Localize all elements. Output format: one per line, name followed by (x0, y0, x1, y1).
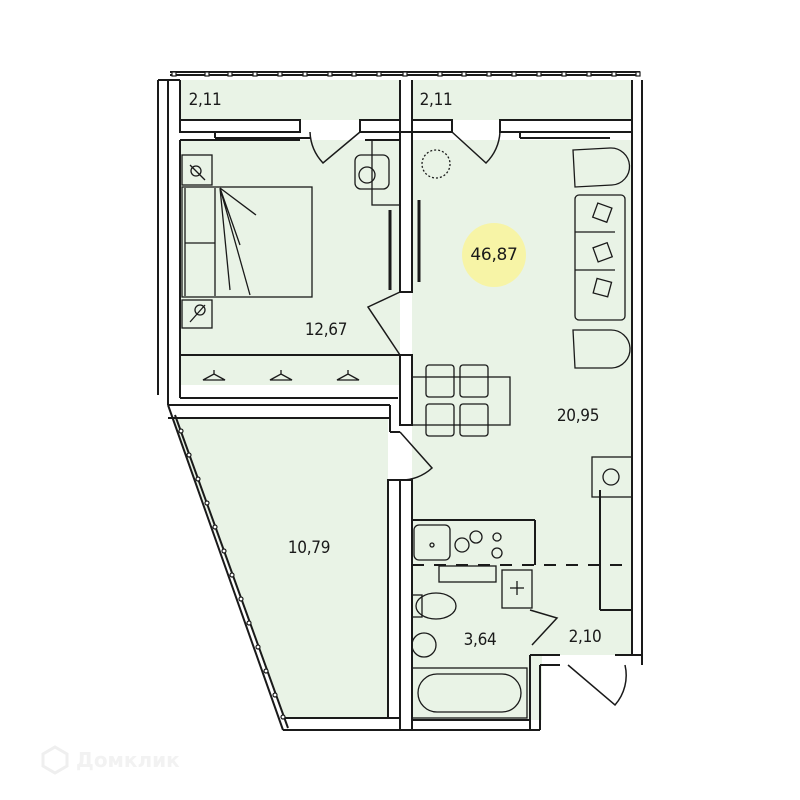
sink-icon (411, 632, 437, 658)
total-area-badge: 46,87 (462, 223, 526, 287)
bed-icon (181, 186, 313, 298)
room-area-balcony-left: 2,11 (188, 90, 222, 110)
watermark: Домклик (40, 745, 180, 775)
bedroom-furniture (181, 139, 401, 381)
shaft-icon (501, 569, 533, 609)
door-living-balcony (451, 131, 501, 165)
toilet-icon (415, 592, 457, 620)
floor-fills (172, 80, 632, 720)
room-area-hallway: 2,10 (568, 627, 602, 647)
plant-icon (421, 149, 451, 179)
watermark-text: Домклик (76, 748, 180, 772)
dining-table-icon (411, 376, 511, 426)
room-area-bathroom: 3,64 (463, 630, 497, 650)
nightstand-icon (181, 154, 213, 186)
door-bedroom-balcony (309, 131, 361, 165)
room-area-bedroom: 12,67 (304, 320, 348, 340)
door-bedroom (366, 291, 401, 356)
room-area-balcony-right: 2,11 (419, 90, 453, 110)
room-area-loggia: 10,79 (287, 538, 331, 558)
room-area-living-kitchen: 20,95 (556, 406, 600, 426)
railing-posts (171, 71, 641, 720)
sofa-icon (574, 194, 626, 321)
domclick-logo-icon (41, 745, 69, 775)
armchair-icon (572, 147, 631, 188)
door-loggia (399, 431, 434, 481)
doors (309, 131, 627, 707)
door-entrance (567, 664, 627, 707)
living-furniture (411, 147, 633, 719)
door-bathroom (529, 609, 559, 646)
fridge-icon (591, 456, 633, 498)
walls (157, 71, 643, 731)
bathtub-icon (417, 673, 522, 713)
